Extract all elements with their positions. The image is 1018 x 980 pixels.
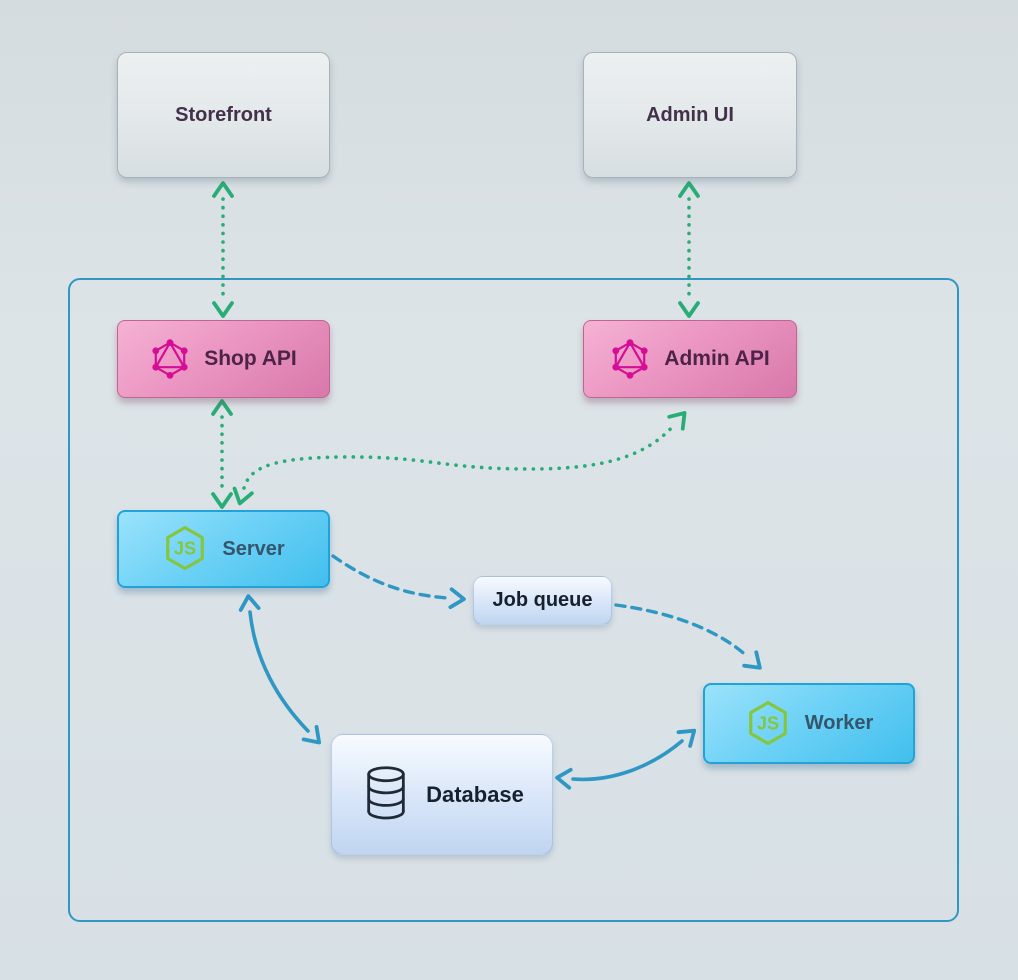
node-database: Database bbox=[331, 734, 553, 855]
node-label: Admin API bbox=[664, 347, 770, 370]
node-label: Shop API bbox=[204, 347, 297, 370]
graphql-icon bbox=[612, 339, 648, 379]
node-job-queue: Job queue bbox=[473, 576, 612, 625]
node-label: Job queue bbox=[492, 589, 593, 611]
node-worker: JS Worker bbox=[703, 683, 915, 764]
svg-text:JS: JS bbox=[174, 538, 196, 558]
nodejs-icon: JS bbox=[166, 526, 205, 571]
database-icon bbox=[367, 765, 405, 819]
node-storefront: Storefront bbox=[117, 52, 330, 178]
node-admin-ui: Admin UI bbox=[583, 52, 797, 178]
node-shop-api: Shop API bbox=[117, 320, 330, 398]
graphql-icon bbox=[152, 339, 188, 379]
node-label: Admin UI bbox=[646, 103, 734, 126]
node-label: Storefront bbox=[175, 103, 272, 126]
nodejs-icon: JS bbox=[748, 700, 787, 745]
node-label: Database bbox=[426, 781, 524, 807]
svg-text:JS: JS bbox=[757, 713, 779, 733]
node-server: JS Server bbox=[117, 510, 330, 588]
node-label: Worker bbox=[804, 712, 874, 734]
backend-container bbox=[68, 278, 959, 922]
node-admin-api: Admin API bbox=[583, 320, 797, 398]
node-label: Server bbox=[222, 537, 285, 560]
